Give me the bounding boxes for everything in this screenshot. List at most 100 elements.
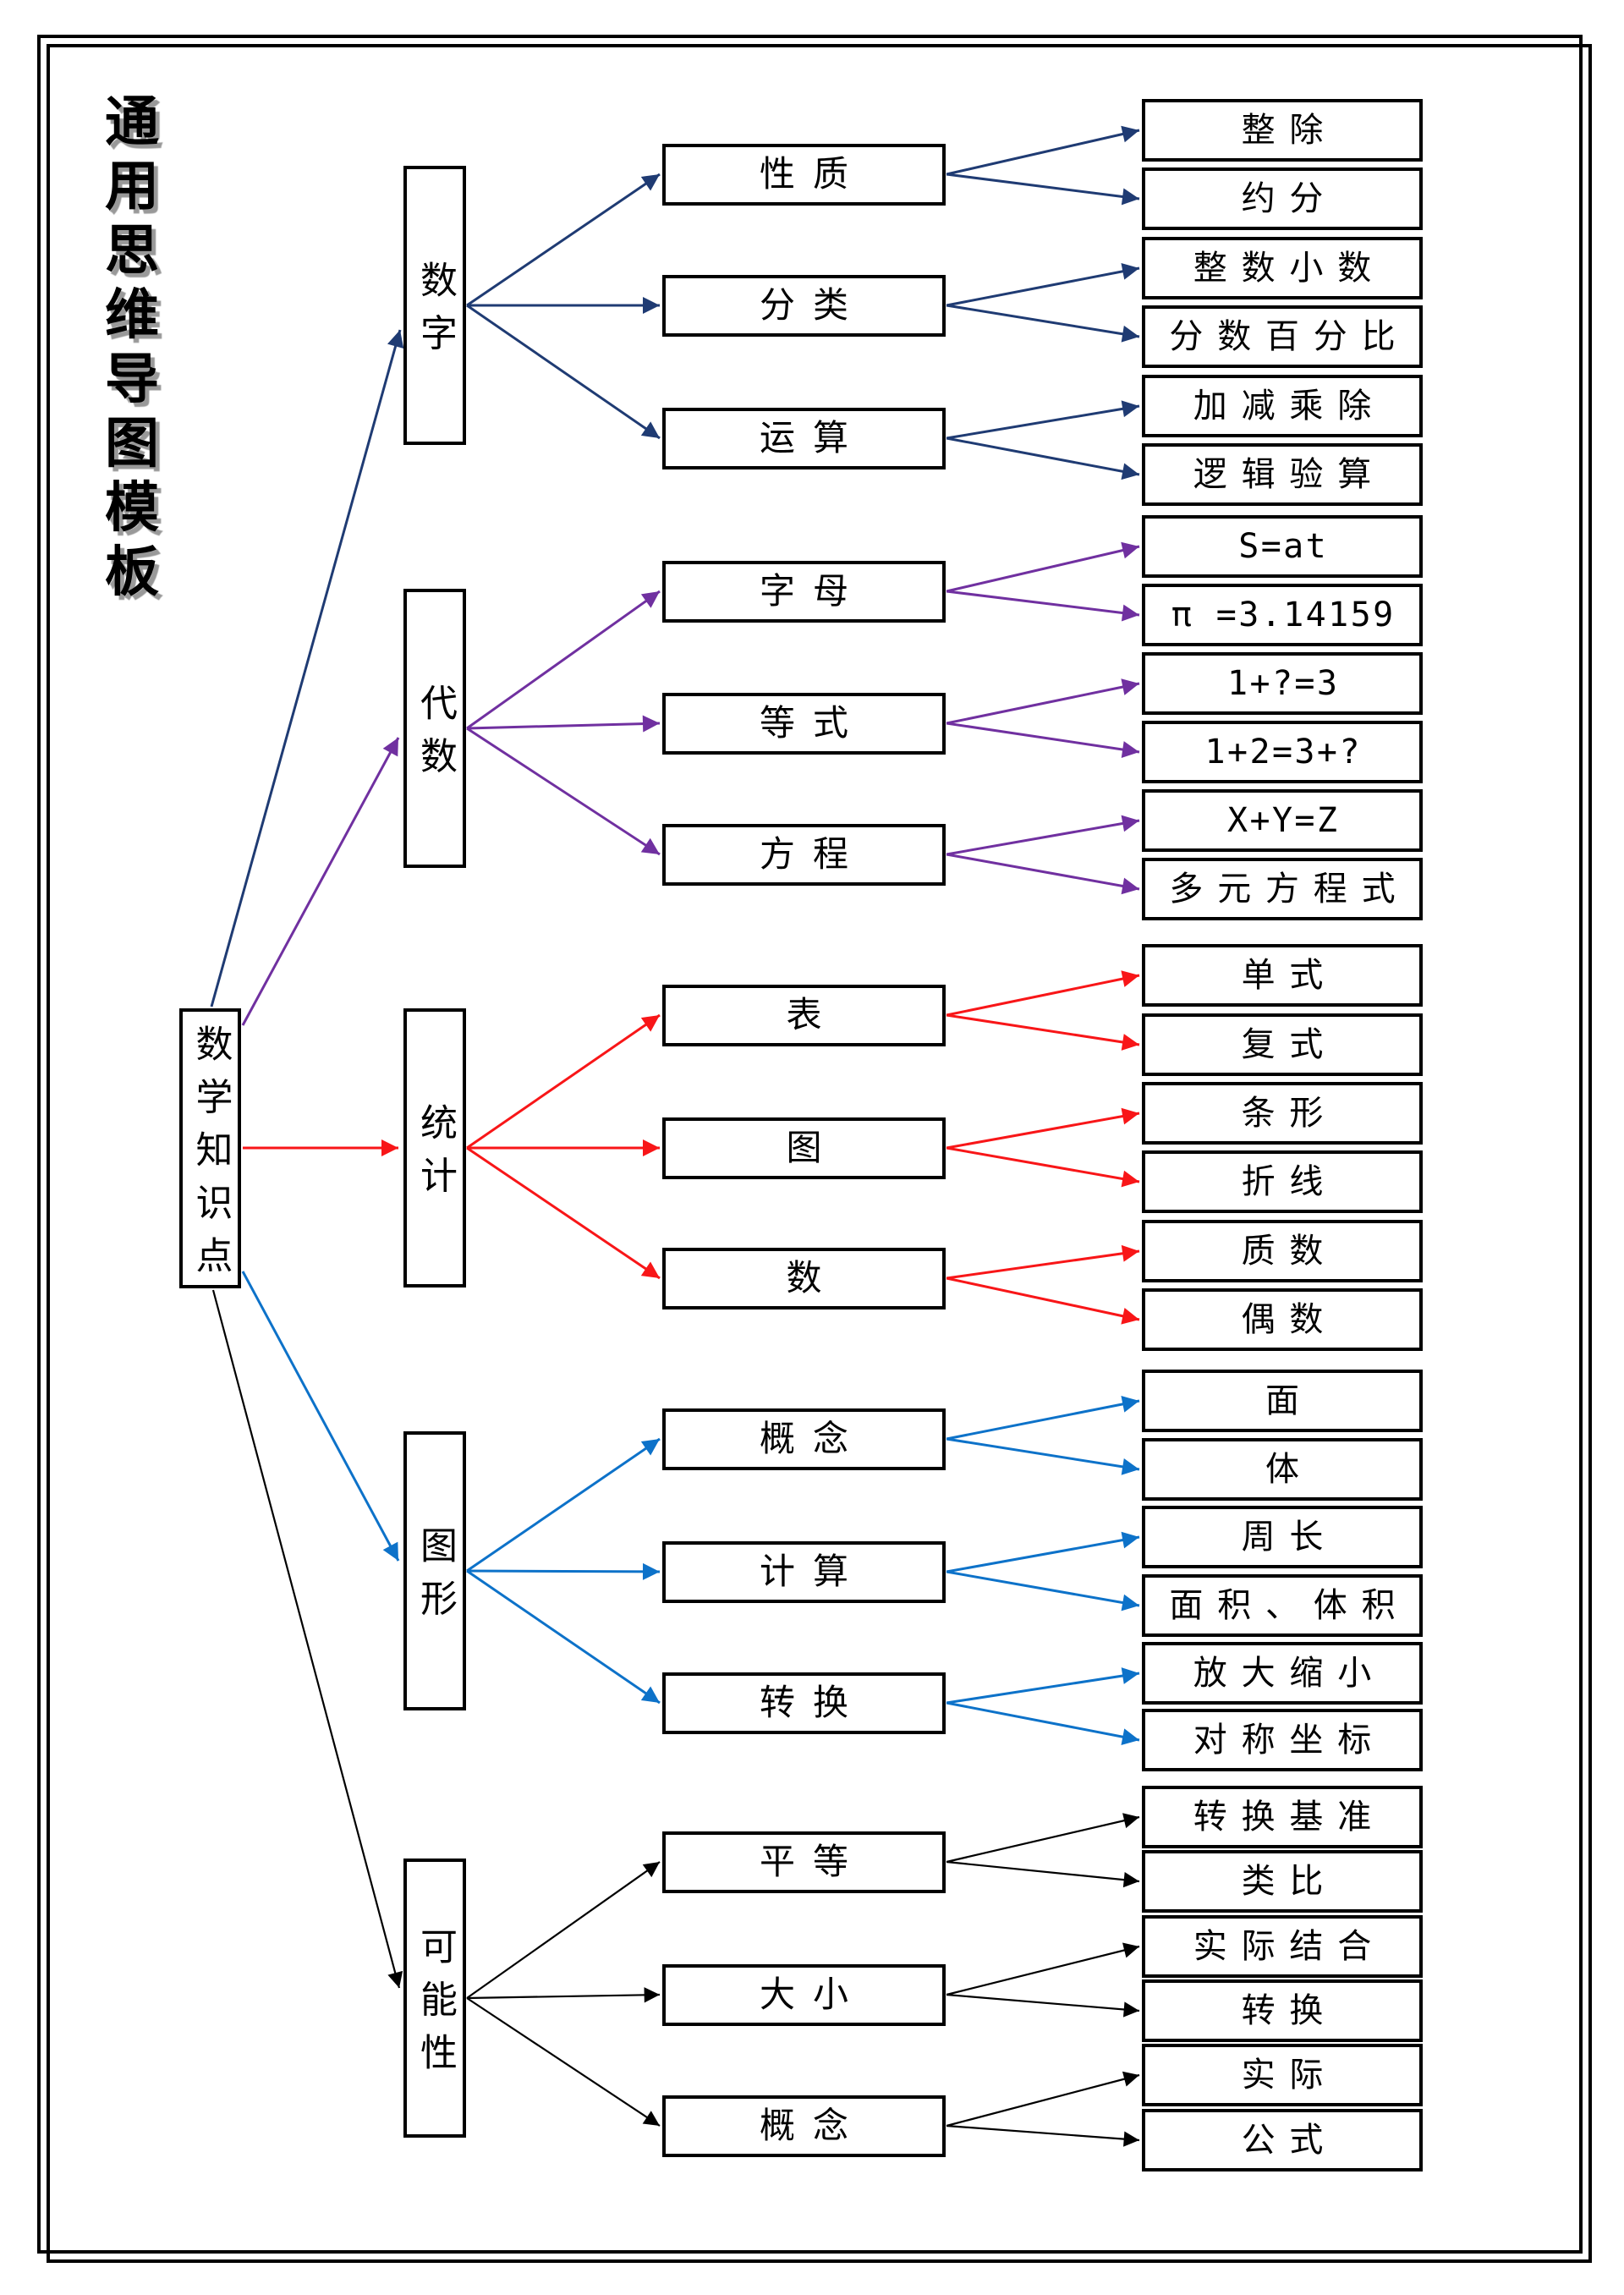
connector-line [946, 262, 1140, 307]
mid-node-shapes-0: 概念 [662, 1408, 946, 1470]
mid-node-numbers-2-label: 运算 [759, 418, 866, 458]
connector-line [946, 1437, 1140, 1475]
leaf-node-shapes-0-1-label: 体 [1265, 1451, 1314, 1488]
branch-node-algebra: 代数 [403, 589, 466, 868]
leaf-node-algebra-1-0-label: 1+?=3 [1226, 664, 1340, 703]
mid-node-shapes-1-label: 计算 [759, 1551, 866, 1591]
mid-node-numbers-1-label: 分类 [759, 285, 866, 325]
leaf-node-numbers-0-0: 整除 [1142, 99, 1423, 162]
title-char-7: 板 [105, 541, 159, 602]
connector-line [466, 173, 661, 307]
connector-line [946, 541, 1140, 593]
leaf-node-shapes-1-0: 周长 [1142, 1506, 1423, 1568]
leaf-node-statistics-2-0-label: 质数 [1241, 1233, 1338, 1270]
leaf-node-shapes-0-0-label: 面 [1265, 1382, 1314, 1419]
leaf-node-algebra-0-0-label: S=at [1238, 527, 1329, 566]
connector-line [241, 1271, 400, 1562]
connector-line [466, 1146, 661, 1280]
mid-node-probability-0-label: 平等 [759, 1842, 866, 1881]
branch-node-probability: 可能性 [403, 1859, 466, 2138]
leaf-node-statistics-2-0: 质数 [1142, 1220, 1423, 1282]
leaf-node-probability-0-1-label: 类比 [1241, 1863, 1338, 1900]
mid-node-probability-2: 概念 [662, 2095, 946, 2157]
leaf-node-shapes-2-1-label: 对称坐标 [1193, 1721, 1385, 1759]
mid-node-numbers-0: 性质 [662, 143, 946, 206]
mid-node-statistics-0: 表 [662, 984, 946, 1046]
connector-line [946, 1146, 1140, 1188]
branch-node-numbers: 数字 [403, 166, 466, 445]
title-char-3: 维 [105, 284, 159, 345]
root-node: 数学知识点 [179, 1008, 241, 1288]
connector-line [466, 727, 661, 856]
leaf-node-statistics-0-0: 单式 [1142, 944, 1423, 1007]
leaf-node-probability-2-1-label: 公式 [1241, 2122, 1338, 2159]
leaf-node-numbers-0-1-label: 约分 [1241, 180, 1338, 217]
mid-node-algebra-0-label: 字母 [759, 571, 866, 611]
leaf-node-probability-1-1-label: 转换 [1241, 1992, 1338, 2029]
leaf-node-probability-2-1: 公式 [1142, 2109, 1423, 2171]
leaf-node-shapes-2-0-label: 放大缩小 [1193, 1655, 1385, 1692]
leaf-node-numbers-2-0-label: 加减乘除 [1193, 387, 1385, 425]
leaf-node-statistics-1-0-label: 条形 [1241, 1095, 1338, 1132]
connector-line [946, 722, 1140, 758]
title-char-6: 模 [105, 477, 159, 538]
branch-node-probability-label: 可能性 [414, 1926, 456, 2085]
connector-line [946, 678, 1140, 725]
mid-node-shapes-2-label: 转换 [759, 1683, 866, 1722]
mid-node-statistics-2-label: 数 [786, 1258, 840, 1298]
connector-line [466, 1562, 661, 1580]
leaf-node-algebra-2-1-label: 多元方程式 [1169, 870, 1410, 908]
leaf-node-algebra-0-1: π =3.14159 [1142, 584, 1423, 646]
mid-node-numbers-1: 分类 [662, 274, 946, 337]
connector-line [946, 1396, 1140, 1441]
title-char-5: 图 [105, 413, 159, 474]
branch-node-numbers-label: 数字 [414, 260, 456, 366]
root-node-label: 数学知识点 [189, 1024, 232, 1288]
title-char-4: 导 [105, 349, 159, 409]
branch-node-algebra-label: 代数 [414, 683, 456, 789]
leaf-node-probability-0-0: 转换基准 [1142, 1786, 1423, 1848]
branch-node-shapes: 图形 [403, 1431, 466, 1710]
connector-line [466, 1861, 661, 1999]
leaf-node-probability-1-0: 实际结合 [1142, 1915, 1423, 1978]
mid-node-algebra-0: 字母 [662, 560, 946, 623]
branch-node-statistics: 统计 [403, 1008, 466, 1288]
mid-node-numbers-2: 运算 [662, 407, 946, 469]
leaf-node-probability-0-1: 类比 [1142, 1850, 1423, 1913]
leaf-node-statistics-2-1-label: 偶数 [1241, 1301, 1338, 1338]
connector-line [946, 1013, 1140, 1051]
leaf-node-algebra-0-1-label: π =3.14159 [1171, 596, 1396, 634]
connector-line [946, 173, 1140, 206]
leaf-node-shapes-1-1: 面积、体积 [1142, 1574, 1423, 1637]
mid-node-probability-1-label: 大小 [759, 1974, 866, 2014]
leaf-node-algebra-1-1: 1+2=3+? [1142, 721, 1423, 783]
leaf-node-algebra-2-1: 多元方程式 [1142, 858, 1423, 920]
connector-line [946, 815, 1140, 856]
connector-line [466, 1569, 661, 1705]
leaf-node-shapes-0-1: 体 [1142, 1438, 1423, 1501]
connector-line [241, 737, 400, 1026]
leaf-node-probability-1-1: 转换 [1142, 1979, 1423, 2042]
mid-node-statistics-1-label: 图 [786, 1128, 840, 1167]
leaf-node-algebra-2-0: X+Y=Z [1142, 789, 1423, 852]
leaf-node-statistics-1-1: 折线 [1142, 1150, 1423, 1213]
connector-line [211, 1289, 403, 1989]
connector-line [946, 1942, 1140, 1996]
title-char-0: 通 [105, 91, 159, 152]
mid-node-algebra-2: 方程 [662, 823, 946, 886]
leaf-node-numbers-1-0: 整数小数 [1142, 237, 1423, 299]
page-border-outer [37, 35, 1583, 2254]
leaf-node-algebra-1-1-label: 1+2=3+? [1204, 733, 1362, 771]
mid-node-statistics-0-label: 表 [786, 995, 840, 1035]
leaf-node-statistics-1-0: 条形 [1142, 1082, 1423, 1145]
page-title: 通用思维导图模板 [93, 90, 171, 604]
mid-node-shapes-2: 转换 [662, 1672, 946, 1734]
leaf-node-algebra-2-0-label: X+Y=Z [1226, 801, 1340, 840]
mid-node-numbers-0-label: 性质 [759, 154, 866, 194]
connector-line [466, 1987, 661, 2003]
leaf-node-probability-2-0-label: 实际 [1241, 2056, 1338, 2094]
leaf-node-numbers-2-0: 加减乘除 [1142, 375, 1423, 437]
leaf-node-numbers-0-0-label: 整除 [1241, 112, 1338, 149]
page-border-inner [47, 44, 1592, 2263]
